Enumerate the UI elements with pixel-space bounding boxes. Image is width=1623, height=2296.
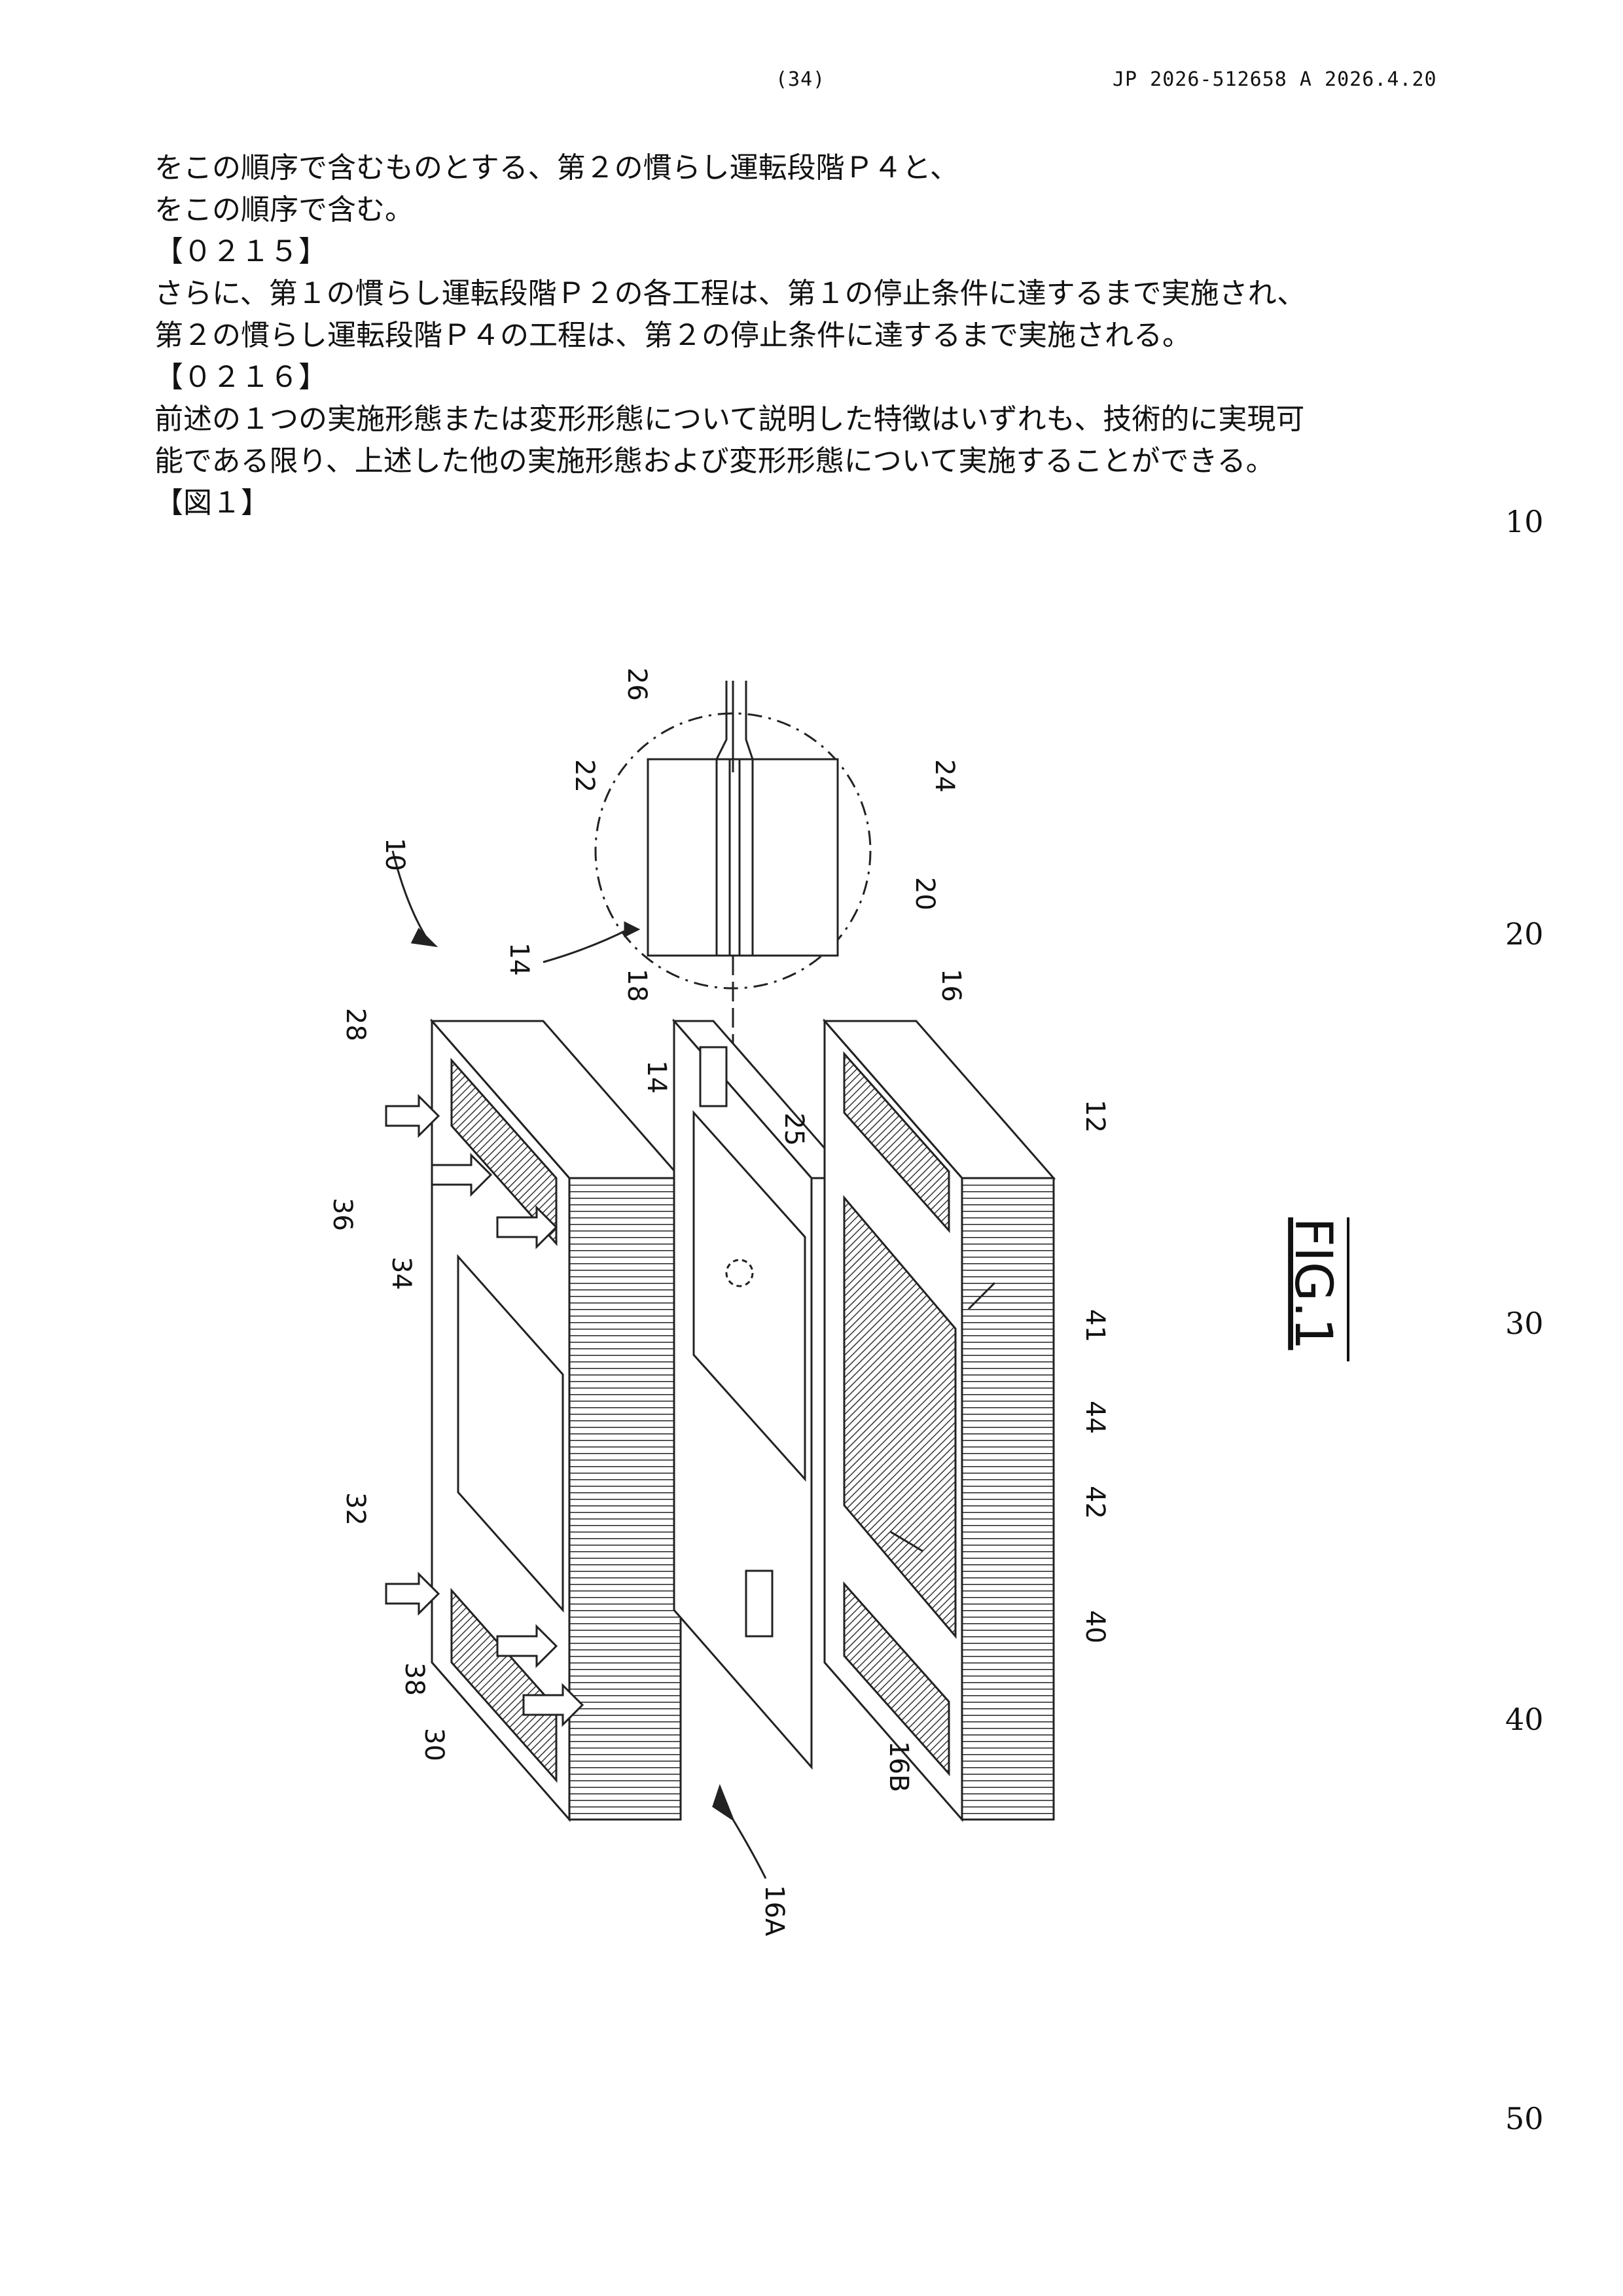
label-20: 20 — [910, 877, 940, 910]
label-16B: 16B — [883, 1741, 914, 1792]
label-44: 44 — [1080, 1401, 1110, 1434]
label-14: 14 — [504, 942, 534, 976]
arrow-38 — [497, 1626, 556, 1666]
label-41: 41 — [1080, 1309, 1110, 1342]
plate-top-face — [432, 1021, 681, 1178]
membrane-window — [694, 1113, 805, 1479]
inlet-arrow-32 — [386, 1574, 438, 1613]
page-number: (34) — [776, 68, 825, 91]
plate-top-face — [825, 1021, 1054, 1178]
detail-circle — [596, 713, 870, 988]
flow-arrows — [386, 1096, 582, 1725]
label-26: 26 — [622, 668, 652, 701]
line-number: 20 — [1505, 916, 1544, 952]
line-number: 50 — [1505, 2101, 1544, 2136]
label-40: 40 — [1080, 1610, 1110, 1643]
body-text: をこの順序で含むものとする、第２の慣らし運転段階Ｐ４と、 をこの順序で含む。 【… — [154, 147, 1489, 524]
label-22: 22 — [569, 759, 599, 793]
plate-side-face — [825, 1021, 962, 1820]
label-42: 42 — [1080, 1486, 1110, 1519]
label-18: 18 — [622, 969, 652, 1002]
membrane-top — [674, 1021, 851, 1178]
leader-lines — [393, 851, 995, 1878]
plate-front-edge — [962, 1178, 1054, 1820]
label-14b: 14 — [641, 1060, 671, 1094]
label-38: 38 — [399, 1662, 429, 1696]
line-number: 40 — [1505, 1702, 1544, 1737]
label-32: 32 — [340, 1492, 370, 1526]
line-number: 10 — [1505, 504, 1544, 539]
label-34: 34 — [386, 1257, 416, 1290]
plate-front-edge — [569, 1178, 681, 1820]
manifold-top — [452, 1060, 556, 1244]
body-line: をこの順序で含むものとする、第２の慣らし運転段階Ｐ４と、 — [154, 147, 1489, 189]
label-12: 12 — [1080, 1100, 1110, 1133]
body-line: 第２の慣らし運転段階Ｐ４の工程は、第２の停止条件に達するまで実施される。 — [154, 315, 1489, 357]
leader-41 — [969, 1283, 995, 1309]
plate-16B — [825, 1021, 1054, 1820]
label-24: 24 — [929, 759, 959, 793]
label-25: 25 — [779, 1113, 809, 1146]
inlet-arrow-28 — [386, 1096, 438, 1136]
leader-10 — [393, 851, 425, 936]
body-line: 前述の１つの実施形態または変形形態について説明した特徴はいずれも、技術的に実現可 — [154, 399, 1489, 440]
label-10: 10 — [380, 838, 410, 871]
leader-14 — [543, 929, 628, 962]
arrow-36 — [432, 1155, 491, 1194]
paragraph-number: 【０２１６】 — [154, 357, 1489, 399]
label-28: 28 — [340, 1008, 370, 1041]
manifold-top — [844, 1054, 949, 1230]
body-line: 能である限り、上述した他の実施形態および変形形態について実施することができる。 — [154, 440, 1489, 482]
manifold-bottom — [452, 1590, 556, 1780]
membrane-face — [674, 1021, 812, 1767]
figure-caption: FIG.1 — [1283, 1217, 1342, 1350]
manifold-bottom — [844, 1584, 949, 1774]
paragraph-number: 【０２１５】 — [154, 231, 1489, 273]
label-36: 36 — [327, 1198, 357, 1231]
arrow-30 — [524, 1685, 582, 1725]
label-16A: 16A — [759, 1885, 789, 1937]
membrane-port — [746, 1571, 772, 1636]
flow-field-42 — [844, 1198, 955, 1636]
plate-side-face — [432, 1021, 569, 1820]
plate-16A — [432, 1021, 681, 1820]
detail-view — [596, 681, 870, 1296]
detail-block — [648, 759, 838, 956]
membrane-14 — [674, 1021, 851, 1767]
membrane-port — [700, 1047, 726, 1106]
label-30: 30 — [419, 1728, 449, 1761]
body-line: をこの順序で含む。 — [154, 189, 1489, 231]
line-number: 30 — [1505, 1306, 1544, 1341]
publication-info: JP 2026-512658 A 2026.4.20 — [1113, 68, 1437, 91]
reference-labels: 10 26 22 24 20 14 18 16 28 14 12 25 36 3… — [327, 668, 1110, 1937]
figure-heading: 【図１】 — [154, 482, 1489, 524]
leader-16A — [733, 1820, 766, 1878]
body-line: さらに、第１の慣らし運転段階Ｐ２の各工程は、第１の停止条件に達するまで実施され、 — [154, 273, 1489, 315]
label-16: 16 — [936, 969, 966, 1002]
plate-window — [458, 1257, 563, 1610]
leader-40 — [890, 1532, 923, 1551]
arrow-34 — [497, 1208, 556, 1247]
